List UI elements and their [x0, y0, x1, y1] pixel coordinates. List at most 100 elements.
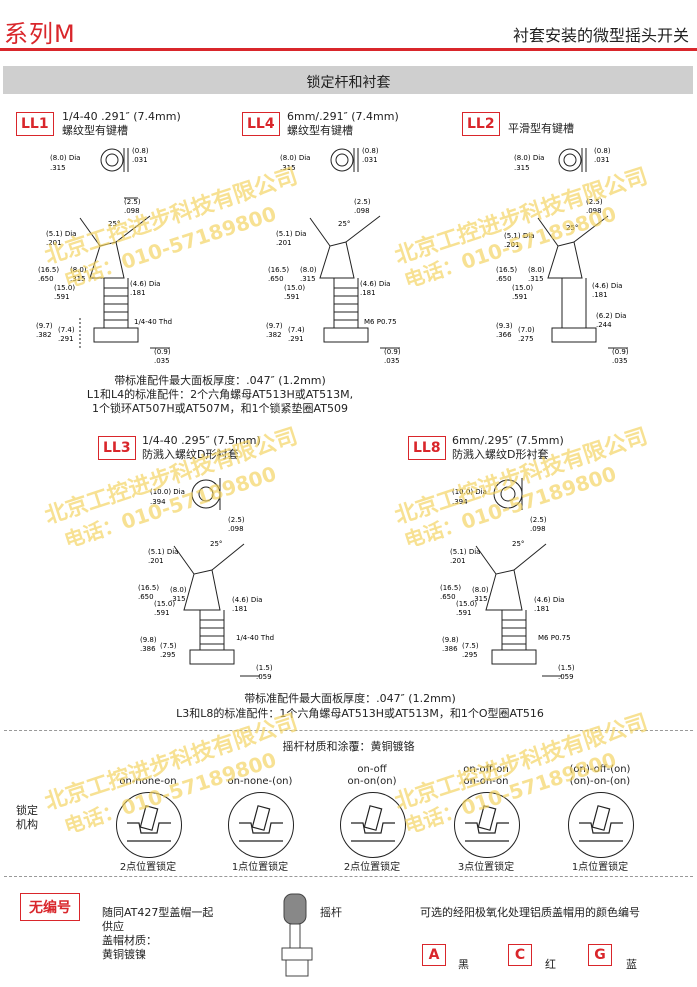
- section-title: 锁定杆和衬套: [306, 75, 391, 91]
- ll4-spec: 6mm/.291″ (7.4mm): [287, 110, 399, 123]
- svg-text:25°: 25°: [512, 540, 524, 548]
- ll3-spec: 1/4-40 .295″ (7.5mm): [142, 434, 261, 447]
- svg-text:(4.6) Dia: (4.6) Dia: [130, 280, 160, 288]
- svg-text:.315: .315: [514, 164, 530, 172]
- svg-text:(7.5): (7.5): [462, 642, 479, 650]
- svg-text:.201: .201: [504, 241, 520, 249]
- svg-text:(15.0): (15.0): [54, 284, 75, 292]
- svg-text:(7.4): (7.4): [288, 326, 305, 334]
- svg-text:(9.3): (9.3): [496, 322, 513, 330]
- svg-text:(15.0): (15.0): [512, 284, 533, 292]
- svg-text:.181: .181: [592, 291, 608, 299]
- svg-text:(0.9): (0.9): [384, 348, 401, 356]
- svg-text:.295: .295: [160, 651, 176, 659]
- svg-text:(0.8): (0.8): [594, 147, 611, 155]
- svg-text:.650: .650: [440, 593, 456, 601]
- mechanism-material: 摇杆材质和涂覆：黄铜镀铬: [282, 740, 415, 753]
- svg-text:1/4-40 Thd: 1/4-40 Thd: [134, 318, 172, 326]
- svg-text:(8.0): (8.0): [170, 586, 187, 594]
- svg-text:(9.8): (9.8): [140, 636, 157, 644]
- svg-text:(10.0) Dia: (10.0) Dia: [452, 488, 487, 496]
- svg-text:.591: .591: [284, 293, 300, 301]
- svg-text:(5.1) Dia: (5.1) Dia: [450, 548, 480, 556]
- svg-text:(15.0): (15.0): [154, 600, 175, 608]
- top-note-parts-2: 1个锁环AT507H或AT507M，和1个锁紧垫圈AT509: [92, 402, 348, 415]
- svg-text:(5.1) Dia: (5.1) Dia: [46, 230, 76, 238]
- svg-text:.031: .031: [594, 156, 610, 164]
- svg-text:25°: 25°: [338, 220, 350, 228]
- mechanism-top-label-1: on-off: [357, 764, 387, 775]
- svg-text:.382: .382: [266, 331, 282, 339]
- svg-text:(4.6) Dia: (4.6) Dia: [534, 596, 564, 604]
- colors-title: 可选的经阳极氧化处理铝质盖帽用的颜色编号: [420, 906, 640, 919]
- svg-text:(7.5): (7.5): [160, 642, 177, 650]
- svg-text:.591: .591: [54, 293, 70, 301]
- svg-text:(7.4): (7.4): [58, 326, 75, 334]
- svg-text:(1.5): (1.5): [256, 664, 273, 672]
- svg-text:(9.7): (9.7): [266, 322, 283, 330]
- svg-text:.201: .201: [276, 239, 292, 247]
- svg-text:(16.5): (16.5): [440, 584, 461, 592]
- section-bar: [3, 66, 693, 94]
- code-ll1: LL1: [16, 112, 54, 136]
- svg-text:.098: .098: [228, 525, 244, 533]
- ll1-drawing: (8.0) Dia .315 (0.8) .031 (2.5) .098 25°…: [36, 147, 172, 365]
- mechanism-diagram: [340, 792, 406, 858]
- svg-text:.295: .295: [462, 651, 478, 659]
- svg-text:.059: .059: [558, 673, 574, 681]
- svg-text:(9.7): (9.7): [36, 322, 53, 330]
- mechanism-top-label-2: on-none-on: [119, 776, 177, 787]
- code-no-number: 无编号: [20, 893, 80, 921]
- ll8-drawing: (10.0) Dia .394 (2.5) .098 25° (5.1) Dia…: [440, 478, 575, 681]
- code-ll3: LL3: [98, 436, 136, 460]
- svg-text:.650: .650: [496, 275, 512, 283]
- svg-text:(2.5): (2.5): [354, 198, 371, 206]
- svg-text:(2.5): (2.5): [124, 198, 141, 206]
- mechanism-bottom-label: 2点位置锁定: [119, 862, 177, 873]
- svg-text:(15.0): (15.0): [284, 284, 305, 292]
- mechanism-side-label-1: 锁定: [16, 804, 38, 817]
- svg-text:.386: .386: [442, 645, 458, 653]
- color-code-a: A: [422, 944, 446, 966]
- svg-text:(1.5): (1.5): [558, 664, 575, 672]
- bottom-desc-4: 黄铜镀镍: [102, 948, 146, 961]
- svg-text:M6 P0.75: M6 P0.75: [538, 634, 571, 642]
- svg-text:(0.8): (0.8): [132, 147, 149, 155]
- mechanism-side-label-2: 机构: [16, 818, 38, 831]
- svg-text:.035: .035: [384, 357, 400, 365]
- svg-text:.315: .315: [280, 164, 296, 172]
- code-ll4: LL4: [242, 112, 280, 136]
- svg-text:(6.2) Dia: (6.2) Dia: [596, 312, 626, 320]
- svg-text:.315: .315: [50, 164, 66, 172]
- svg-text:(8.0): (8.0): [528, 266, 545, 274]
- svg-text:(4.6) Dia: (4.6) Dia: [592, 282, 622, 290]
- mechanism-top-label-2: (on)-on-(on): [569, 776, 631, 787]
- svg-text:(7.0): (7.0): [518, 326, 535, 334]
- top-note-parts: L1和L4的标准配件：2个六角螺母AT513H或AT513M,: [86, 388, 354, 401]
- svg-text:(16.5): (16.5): [268, 266, 289, 274]
- mechanism-bottom-label: 2点位置锁定: [343, 862, 401, 873]
- mechanism-top-label-2: on-on-on: [463, 776, 509, 787]
- detent-icon: [127, 805, 171, 842]
- lever-icon: [281, 893, 313, 977]
- svg-text:.098: .098: [586, 207, 602, 215]
- svg-text:.181: .181: [534, 605, 550, 613]
- mechanism-bottom-label: 3点位置锁定: [457, 862, 515, 873]
- svg-text:.591: .591: [456, 609, 472, 617]
- svg-text:.035: .035: [154, 357, 170, 365]
- detent-icon: [465, 805, 509, 842]
- svg-text:(10.0) Dia: (10.0) Dia: [150, 488, 185, 496]
- svg-text:.098: .098: [530, 525, 546, 533]
- mid-note-thickness: 带标准配件最大面板厚度：.047″ (1.2mm): [244, 692, 456, 705]
- code-ll8: LL8: [408, 436, 446, 460]
- detent-icon: [579, 805, 623, 842]
- svg-text:.098: .098: [354, 207, 370, 215]
- mechanism-bottom-label: 1点位置锁定: [571, 862, 629, 873]
- series-title: 系列M: [4, 20, 76, 48]
- detent-icon: [239, 805, 283, 842]
- mechanism-divider: [4, 730, 693, 731]
- svg-text:25°: 25°: [210, 540, 222, 548]
- svg-text:25°: 25°: [108, 220, 120, 228]
- color-code-c: C: [508, 944, 532, 966]
- svg-text:(16.5): (16.5): [38, 266, 59, 274]
